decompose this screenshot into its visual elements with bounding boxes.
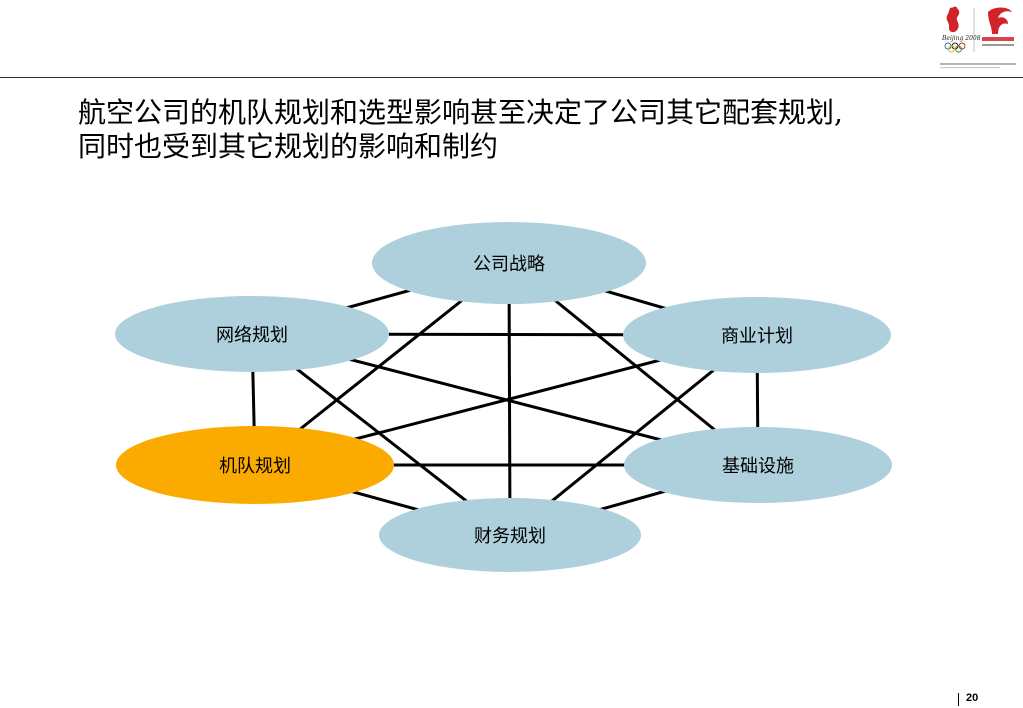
air-china-logo-icon	[982, 7, 1014, 46]
page-title-line-2: 同时也受到其它规划的影响和制约	[78, 130, 499, 163]
node-network-ellipse	[115, 296, 389, 372]
node-fleet-label: 机队规划	[219, 456, 291, 477]
page-title: 航空公司的机队规划和选型影响甚至决定了公司其它配套规划, 同时也受到其它规划的影…	[78, 96, 978, 164]
node-infrastructure-label: 基础设施	[722, 456, 794, 477]
page-number: 20	[966, 692, 979, 704]
footer-separator	[958, 693, 959, 706]
node-strategy: 公司战略	[372, 222, 646, 304]
node-infrastructure: 基础设施	[624, 427, 892, 503]
header-logos: Beijing 2008	[936, 4, 1018, 72]
node-strategy-ellipse	[372, 222, 646, 304]
node-network-label: 网络规划	[216, 325, 288, 346]
node-finance-label: 财务规划	[474, 526, 546, 547]
node-business-label: 商业计划	[721, 326, 793, 347]
node-finance: 财务规划	[379, 498, 641, 572]
node-fleet-ellipse	[116, 426, 394, 504]
header-divider	[0, 77, 1023, 78]
node-strategy-label: 公司战略	[473, 254, 545, 275]
node-business: 商业计划	[623, 297, 891, 373]
node-business-ellipse	[623, 297, 891, 373]
node-fleet: 机队规划	[116, 426, 394, 504]
node-network: 网络规划	[115, 296, 389, 372]
node-infrastructure-ellipse	[624, 427, 892, 503]
page-title-line-1: 航空公司的机队规划和选型影响甚至决定了公司其它配套规划,	[78, 96, 843, 129]
logo-svg: Beijing 2008	[940, 6, 1016, 69]
beijing-olympic-emblem-icon: Beijing 2008	[941, 6, 981, 53]
node-finance-ellipse	[379, 498, 641, 572]
svg-text:Beijing 2008: Beijing 2008	[941, 35, 981, 42]
